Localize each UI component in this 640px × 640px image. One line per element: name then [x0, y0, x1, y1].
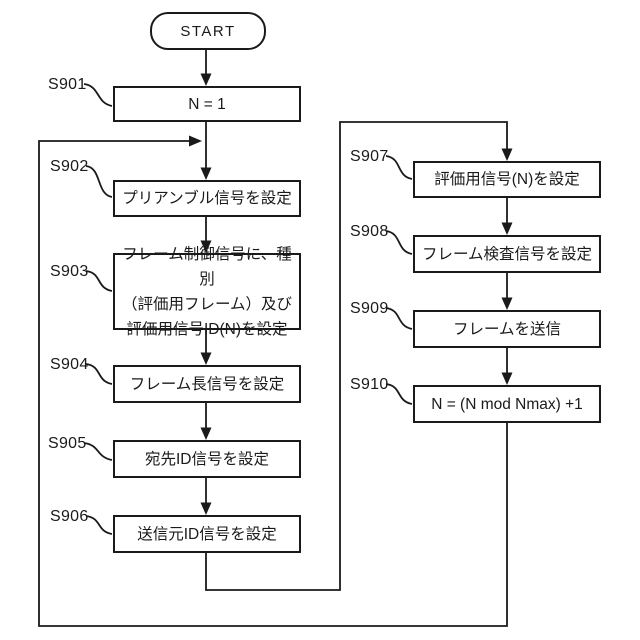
- process-text-s906: 送信元ID信号を設定: [137, 525, 277, 543]
- leader-s904: [85, 363, 113, 385]
- process-text-s907: 評価用信号(N)を設定: [434, 171, 580, 188]
- arrowhead-s908: [501, 222, 513, 235]
- step-label-s910: S910: [350, 376, 389, 393]
- arrowhead-s903: [200, 240, 212, 253]
- leader-s901: [83, 83, 113, 107]
- arrowhead-s902: [200, 167, 212, 180]
- leader-s909: [385, 307, 413, 330]
- connector-s910-loopback: [38, 140, 508, 627]
- leader-s910: [385, 383, 413, 405]
- process-text-s910: N = (N mod Nmax) +1: [431, 395, 583, 413]
- leader-s906: [85, 515, 113, 535]
- leader-s905: [83, 442, 113, 461]
- arrowhead-s906: [200, 502, 212, 515]
- arrowhead-s907: [501, 148, 513, 161]
- start-terminal-label: START: [180, 22, 236, 40]
- arrowhead-s905: [200, 427, 212, 440]
- step-label-s901: S901: [48, 76, 87, 93]
- step-label-s903: S903: [50, 263, 89, 280]
- arrowhead-s910: [501, 372, 513, 385]
- process-box-s904: フレーム長信号を設定: [113, 365, 301, 403]
- connector-s906-to-s907: [205, 121, 508, 591]
- process-box-s910: N = (N mod Nmax) +1: [413, 385, 601, 423]
- step-label-s905: S905: [48, 435, 87, 452]
- arrowhead-loopback: [189, 135, 202, 147]
- arrowhead-s909: [501, 297, 513, 310]
- process-box-s908: フレーム検査信号を設定: [413, 235, 601, 273]
- process-box-s905: 宛先ID信号を設定: [113, 440, 301, 478]
- leader-s903: [85, 270, 113, 292]
- step-label-s908: S908: [350, 223, 389, 240]
- process-text-s909: フレームを送信: [452, 320, 562, 338]
- step-label-s902: S902: [50, 158, 89, 175]
- step-label-s906: S906: [50, 508, 89, 525]
- process-box-s906: 送信元ID信号を設定: [113, 515, 301, 553]
- step-label-s904: S904: [50, 356, 89, 373]
- leader-s908: [385, 230, 413, 255]
- leader-s907: [385, 155, 413, 180]
- start-terminal: START: [150, 12, 266, 50]
- arrowhead-s904: [200, 352, 212, 365]
- process-text-s905: 宛先ID信号を設定: [144, 450, 269, 468]
- process-box-s909: フレームを送信: [413, 310, 601, 348]
- process-box-s901: N = 1: [113, 86, 301, 122]
- process-text-s901: N = 1: [188, 95, 226, 113]
- step-label-s907: S907: [350, 148, 389, 165]
- arrowhead-s901: [200, 73, 212, 86]
- leader-s902: [85, 165, 113, 198]
- process-text-s902: プリアンブル信号を設定: [122, 190, 292, 207]
- process-text-s908: フレーム検査信号を設定: [421, 245, 593, 263]
- process-box-s907: 評価用信号(N)を設定: [413, 161, 601, 198]
- process-text-s904: フレーム長信号を設定: [129, 375, 285, 393]
- step-label-s909: S909: [350, 300, 389, 317]
- process-box-s902: プリアンブル信号を設定: [113, 180, 301, 217]
- process-text-s903: フレーム制御信号に、種別 （評価用フレーム）及び 評価用信号ID(N)を設定: [121, 245, 293, 338]
- process-box-s903: フレーム制御信号に、種別 （評価用フレーム）及び 評価用信号ID(N)を設定: [113, 246, 301, 338]
